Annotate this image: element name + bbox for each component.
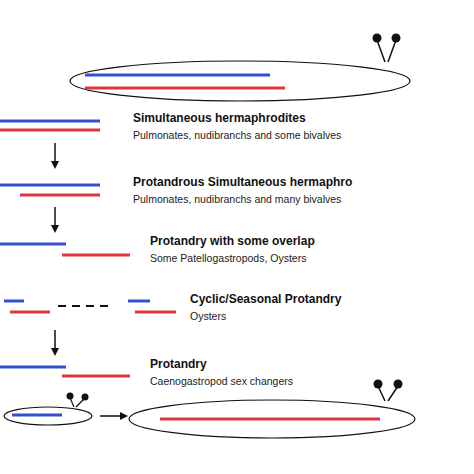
pattern-heading: Cyclic/Seasonal Protandry [190,293,341,307]
pattern-heading: Protandrous Simultaneous hermaphro [133,176,352,190]
taxa-note: Pulmonates, nudibranchs and many bivalve… [133,193,341,205]
taxa-note: Caenogastropod sex changers [150,375,293,387]
pattern-heading: Protandry [150,358,207,372]
cyclic-bars [4,301,176,312]
snail-small [4,393,92,426]
protandrous-simultaneous-bars [0,185,100,195]
pattern-heading: Protandry with some overlap [150,235,315,249]
snail-top [70,34,410,102]
down-arrow [54,330,56,352]
snail-large [129,380,415,439]
side-arrow [100,415,124,417]
taxa-note: Pulmonates, nudibranchs and some bivalve… [133,129,341,141]
down-arrow [54,143,56,165]
taxa-note: Some Patellogastropods, Oysters [150,252,306,264]
taxa-note: Oysters [190,310,226,322]
pattern-heading: Simultaneous hermaphrodites [133,112,306,126]
overlap-bars [0,244,130,255]
down-arrow [54,207,56,229]
protandry-bars [0,367,130,376]
simultaneous-bars [0,121,100,130]
